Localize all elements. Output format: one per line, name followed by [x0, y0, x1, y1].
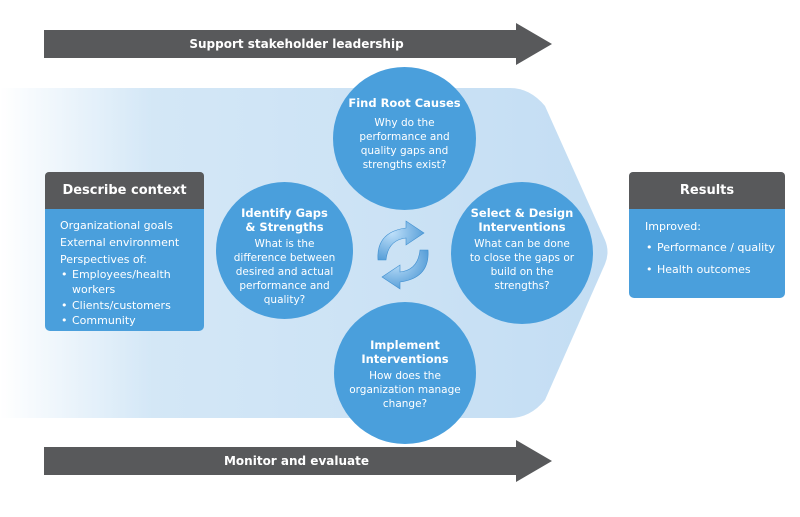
results-title: Results [629, 172, 785, 209]
select-design-title: Select & Design Interventions [470, 206, 574, 234]
support-leadership-arrow [44, 23, 552, 65]
implement-interventions-circle: Implement Interventions How does the org… [334, 302, 476, 444]
cycle-arrows-icon [377, 220, 429, 290]
implement-title: Implement Interventions [361, 338, 449, 366]
find-root-causes-question: Why do the performance and quality gaps … [359, 117, 450, 171]
context-bullet: Clients/customers [60, 298, 179, 313]
context-line: Perspectives of: [60, 253, 147, 266]
context-bullet: Employees/health [60, 267, 179, 282]
results-bullet: Performance / quality [645, 240, 775, 255]
describe-context-box: Describe context Organizational goals Ex… [45, 172, 204, 331]
identify-gaps-title: Identify Gaps & Strengths [241, 206, 328, 234]
find-root-causes-title: Find Root Causes [348, 96, 461, 110]
context-line: External environment [60, 236, 180, 249]
results-intro: Improved: [645, 220, 701, 233]
context-bullet-continuation: workers [72, 283, 116, 296]
results-body: Improved: Performance / quality Health o… [645, 219, 775, 277]
monitor-evaluate-arrow [44, 440, 552, 482]
results-bullet: Health outcomes [645, 262, 775, 277]
describe-context-title: Describe context [45, 172, 204, 209]
identify-gaps-question: What is the difference between desired a… [233, 238, 336, 306]
find-root-causes-circle: Find Root Causes Why do the performance … [333, 67, 476, 210]
select-design-question: What can be done to close the gaps or bu… [469, 238, 575, 292]
select-design-circle: Select & Design Interventions What can b… [451, 182, 593, 324]
context-bullet: Community [60, 313, 179, 328]
implement-question: How does the organization manage change? [349, 370, 461, 410]
support-leadership-label: Support stakeholder leadership [189, 37, 404, 51]
context-line: Organizational goals [60, 219, 173, 232]
results-box: Results Improved: Performance / quality … [629, 172, 785, 298]
monitor-evaluate-label: Monitor and evaluate [223, 454, 369, 468]
describe-context-body: Organizational goals External environmen… [60, 218, 179, 328]
identify-gaps-circle: Identify Gaps & Strengths What is the di… [216, 182, 353, 319]
